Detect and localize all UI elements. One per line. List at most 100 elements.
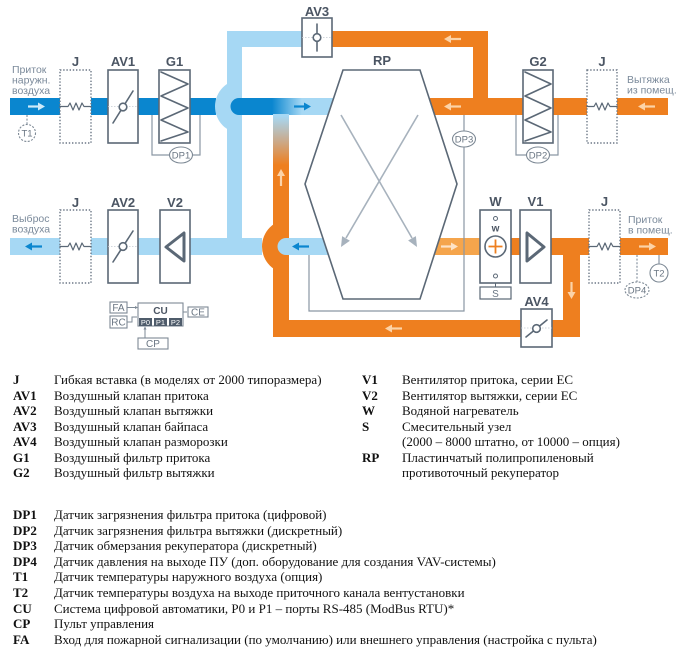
port-p1 bbox=[154, 318, 167, 326]
arrow-right-icon bbox=[441, 242, 458, 251]
flow-label-line: наружн. bbox=[12, 75, 50, 87]
port-p0-label: P0 bbox=[141, 318, 150, 327]
rp-flow-arrowhead-icon bbox=[341, 236, 350, 247]
bypass-duct-vertical bbox=[227, 31, 242, 255]
legend-code: FA bbox=[13, 631, 30, 647]
legend-code: DP1 bbox=[13, 507, 37, 522]
dp2-symbol bbox=[525, 146, 551, 164]
flexible-connector-j-intake: J bbox=[59, 54, 92, 144]
rp-flow-arrow-line bbox=[345, 114, 419, 239]
flow-label-line: Вытяжка bbox=[627, 74, 670, 86]
legend-description: Воздушный клапан разморозки bbox=[54, 434, 228, 449]
arrow-up-icon bbox=[277, 169, 285, 186]
port-p0 bbox=[139, 318, 152, 326]
spring-icon bbox=[586, 102, 618, 111]
flow-label-line: Приток bbox=[628, 214, 663, 226]
arrow-right-icon bbox=[294, 102, 311, 111]
flow-label-line: воздуха bbox=[12, 224, 50, 236]
legend-code: G1 bbox=[13, 449, 30, 465]
legend-description: Воздушный клапан вытяжки bbox=[54, 403, 214, 418]
t2-label: T2 bbox=[653, 269, 664, 280]
v1-label: V1 bbox=[528, 194, 544, 209]
g1-label: G1 bbox=[166, 54, 183, 69]
water-heater-w: w W bbox=[479, 194, 512, 288]
supply-fan-v1: V1 bbox=[519, 194, 552, 284]
damper-axis-icon bbox=[531, 323, 542, 334]
legend-description: (2000 – 8000 штатно, от 10000 – опция) bbox=[402, 434, 620, 449]
dp3-sensor-line bbox=[308, 115, 465, 312]
defrost-crossover-bump bbox=[262, 219, 289, 274]
t2-symbol bbox=[649, 263, 669, 283]
outdoor-air-duct-to-rp bbox=[239, 98, 336, 115]
filter-media-icon bbox=[160, 71, 189, 142]
dp1-label: DP1 bbox=[172, 151, 190, 162]
legend-description: Вентилятор вытяжки, серии EC bbox=[402, 387, 578, 403]
sensor-dp3: DP3 bbox=[451, 130, 477, 148]
legend-code: CU bbox=[13, 600, 32, 616]
extract-bypass-duct-vertical bbox=[473, 31, 488, 113]
air-damper-av2: AV2 bbox=[107, 195, 139, 284]
legend-description: Гибкая вставка (в моделях от 2000 типора… bbox=[54, 372, 322, 387]
legend-description: Датчик давления на выходе ПУ (доп. обору… bbox=[54, 553, 496, 569]
sensor-dp2: DP2 bbox=[515, 115, 559, 164]
extract-bypass-duct-top bbox=[331, 31, 488, 47]
recuperator-rp: RP bbox=[304, 53, 458, 300]
mixing-unit-s: S bbox=[479, 286, 512, 300]
legend-description: Водяной нагреватель bbox=[402, 403, 519, 418]
rp-flow-arrowhead-icon bbox=[408, 236, 417, 247]
damper-axis-icon bbox=[118, 102, 128, 112]
dp2-sensor-line bbox=[549, 115, 559, 156]
sensor-t1: T1 bbox=[17, 115, 37, 143]
legend-code: DP4 bbox=[13, 553, 37, 569]
legend-code: AV3 bbox=[13, 418, 37, 434]
air-damper-av1: AV1 bbox=[107, 54, 139, 144]
t1-symbol bbox=[17, 123, 37, 143]
legend-description: Смесительный узел bbox=[402, 418, 512, 434]
av1-label: AV1 bbox=[111, 54, 135, 69]
g2-label: G2 bbox=[529, 54, 546, 69]
legend-description: Датчик загрязнения фильтра притока (цифр… bbox=[54, 507, 327, 522]
legend-code: G2 bbox=[13, 465, 30, 480]
connector-arrowhead-icon bbox=[143, 326, 147, 330]
rc-to-cu-connector bbox=[127, 316, 137, 323]
defrost-loop-duct bbox=[273, 320, 580, 337]
arrow-left-icon bbox=[25, 242, 42, 251]
arrow-right-icon bbox=[28, 102, 45, 111]
heater-plus-icon bbox=[488, 239, 503, 254]
j-extract-label: J bbox=[598, 54, 605, 69]
flow-label-line: Выброс bbox=[12, 213, 50, 225]
fan-triangle-left-icon bbox=[164, 231, 186, 263]
dp1-symbol bbox=[168, 146, 194, 164]
legend-code: T2 bbox=[13, 585, 29, 600]
dp3-symbol bbox=[451, 130, 477, 148]
legend-description: Пульт управления bbox=[54, 616, 155, 632]
j-discharge-label: J bbox=[72, 195, 79, 210]
legend-code: T1 bbox=[13, 569, 29, 585]
legend-description: Датчик температуры наружного воздуха (оп… bbox=[54, 569, 323, 585]
rp-flow-arrow-line bbox=[340, 114, 413, 239]
dp2-sensor-line bbox=[515, 115, 527, 156]
port-p2 bbox=[169, 318, 182, 326]
air-filter-g2: G2 bbox=[522, 54, 554, 144]
spring-icon bbox=[59, 242, 92, 251]
ce-label: CE bbox=[191, 308, 205, 319]
legend-code: S bbox=[362, 418, 370, 434]
av3-label: AV3 bbox=[305, 4, 329, 19]
legend-description: Воздушный клапан притока bbox=[54, 387, 209, 403]
pipe-connection-icon bbox=[493, 216, 498, 221]
legend-description: Вентилятор притока, серии EC bbox=[402, 372, 574, 387]
legend-description: Датчик загрязнения фильтра вытяжки (диск… bbox=[54, 522, 343, 538]
legend-code: AV2 bbox=[13, 403, 37, 418]
dp2-label: DP2 bbox=[529, 151, 547, 162]
flow-label-supply-to-room: Приток в помещ. bbox=[628, 214, 673, 237]
arrow-left-icon bbox=[638, 102, 655, 111]
exhaust-fan-v2: V2 bbox=[159, 195, 191, 284]
sensor-dp1: DP1 bbox=[151, 115, 201, 164]
s-box bbox=[479, 286, 512, 300]
ventilation-unit-diagram: RP DP3 J AV1 G1 DP1 T1 AV3 bbox=[10, 4, 677, 350]
legend-description: Система цифровой автоматики, P0 и P1 – п… bbox=[54, 600, 455, 616]
dp3-label: DP3 bbox=[455, 135, 473, 146]
cp-box bbox=[137, 337, 169, 350]
spring-icon bbox=[588, 242, 621, 251]
filter-media-icon bbox=[524, 71, 552, 142]
